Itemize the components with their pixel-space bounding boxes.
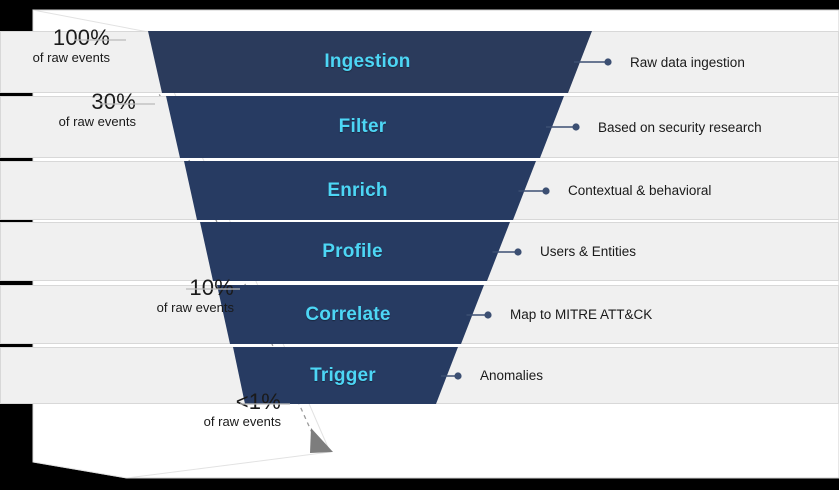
funnel-segment [0, 347, 839, 404]
stage-name-label: Profile [322, 240, 383, 262]
annotation-sub: of raw events [156, 300, 234, 316]
description-leader-line [0, 96, 839, 158]
stage-description-text: Map to MITRE ATT&CK [510, 307, 653, 322]
annotation-100: 100% of raw events [6, 26, 110, 66]
description-leader-line [0, 31, 839, 93]
annotation-10: 10% of raw events [110, 276, 234, 316]
annotation-lt1: <1% of raw events [155, 390, 281, 430]
funnel-stage-row[interactable]: Correlate Map to MITRE ATT&CK [0, 285, 839, 344]
funnel-stage-row[interactable]: Enrich Contextual & behavioral [0, 161, 839, 220]
annotation-sub: of raw events [32, 50, 110, 66]
stage-description-text: Anomalies [480, 368, 544, 383]
annotation-percent: 100% [52, 25, 110, 50]
funnel-stage-row[interactable]: Trigger Anomalies [0, 347, 839, 404]
funnel-segment [0, 222, 839, 281]
stage-description-text: Users & Entities [540, 244, 637, 259]
funnel-stage-row[interactable]: Ingestion Raw data ingestion [0, 31, 839, 93]
stage-description-text: Contextual & behavioral [568, 183, 712, 198]
stage-name-label: Filter [338, 116, 387, 137]
description-leader-line [0, 222, 839, 281]
funnel-segment [0, 96, 839, 158]
stage-description-text: Raw data ingestion [630, 54, 745, 70]
annotation-30: 30% of raw events [18, 90, 136, 130]
stage-name-label: Trigger [310, 364, 376, 386]
stage-name-label: Correlate [305, 303, 391, 325]
description-leader-line [0, 347, 839, 404]
stage-name-label: Enrich [327, 179, 388, 201]
annotation-percent: 10% [189, 275, 234, 300]
stage-description-text: Based on security research [598, 119, 762, 135]
description-leader-line [0, 161, 839, 220]
annotation-percent: 30% [91, 89, 136, 114]
funnel-segment [0, 161, 839, 220]
annotation-sub: of raw events [203, 414, 281, 430]
funnel-stage-row[interactable]: Filter Based on security research [0, 96, 839, 158]
funnel-stage-row[interactable]: Profile Users & Entities [0, 222, 839, 281]
annotation-percent: <1% [235, 389, 281, 414]
stage-name-label: Ingestion [324, 51, 411, 72]
funnel-segment [0, 31, 839, 93]
annotation-sub: of raw events [58, 114, 136, 130]
funnel-segment [0, 285, 839, 344]
description-leader-line [0, 285, 839, 344]
